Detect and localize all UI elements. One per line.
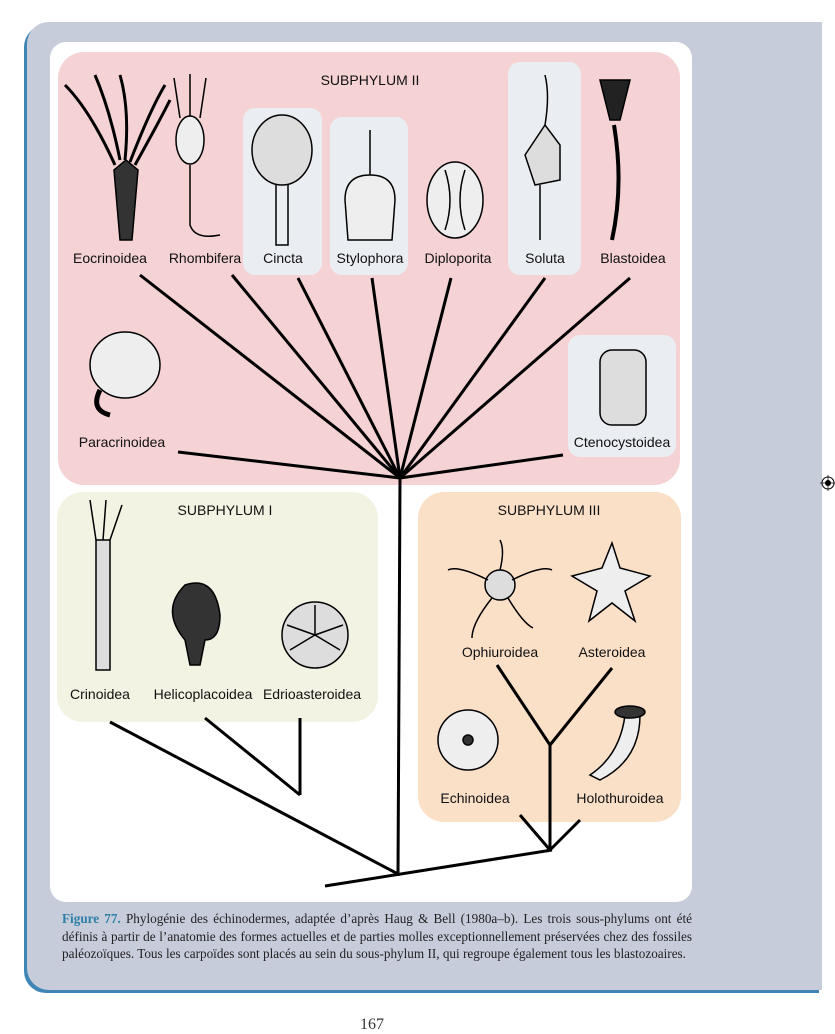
edrioasteroidea-illustration [281, 601, 349, 669]
stylophora-illustration [344, 130, 396, 241]
blastoidea-illustration [599, 79, 631, 241]
ctenocystoidea-illustration [599, 349, 647, 426]
crinoidea-illustration [89, 499, 123, 671]
taxon-label: Asteroidea [578, 644, 646, 660]
subphylum-ii-title: SUBPHYLUM II [320, 72, 420, 88]
soluta-illustration [524, 74, 561, 240]
taxon-label: Cincta [263, 250, 303, 266]
taxon-label: Soluta [525, 250, 565, 266]
registration-mark-icon [820, 475, 835, 491]
taxon-label: Helicoplacoidea [153, 686, 253, 702]
asteroidea-illustration [570, 540, 652, 624]
taxon-label: Crinoidea [70, 686, 130, 702]
taxon-label: Stylophora [336, 250, 404, 266]
taxon-label: Holothuroidea [576, 790, 664, 806]
taxon-label: Ophiuroidea [461, 644, 539, 660]
page-number: 167 [360, 1016, 384, 1033]
caption-label: Figure 77. [62, 911, 121, 926]
taxon-label: Echinoidea [440, 790, 510, 806]
eocrinoidea-illustration [63, 74, 172, 241]
rhombifera-illustration [173, 74, 221, 237]
ophiuroidea-illustration [447, 539, 553, 639]
caption-text: Phylogénie des échinodermes, adaptée d’a… [62, 911, 692, 961]
echinoidea-illustration [437, 709, 499, 771]
paracrinoidea-illustration [89, 331, 161, 418]
subphylum-i-title: SUBPHYLUM I [177, 502, 273, 518]
taxon-label: Diploporita [424, 250, 492, 266]
organism-illustrations [63, 74, 652, 781]
taxon-label: Eocrinoidea [73, 250, 147, 266]
subphylum-iii-title: SUBPHYLUM III [497, 502, 601, 518]
holothuroidea-illustration [588, 705, 646, 781]
diploporita-illustration [426, 161, 484, 239]
taxon-label: Edrioasteroidea [262, 686, 362, 702]
taxon-label: Paracrinoidea [78, 434, 166, 450]
cincta-illustration [251, 114, 313, 246]
tree-branches [109, 273, 631, 888]
helicoplacoidea-illustration [171, 582, 221, 666]
taxon-label: Blastoidea [600, 250, 666, 266]
taxon-label: Rhombifera [168, 250, 242, 266]
taxon-label: Ctenocystoidea [573, 434, 671, 450]
figure-caption: Figure 77. Phylogénie des échinodermes, … [62, 910, 692, 963]
